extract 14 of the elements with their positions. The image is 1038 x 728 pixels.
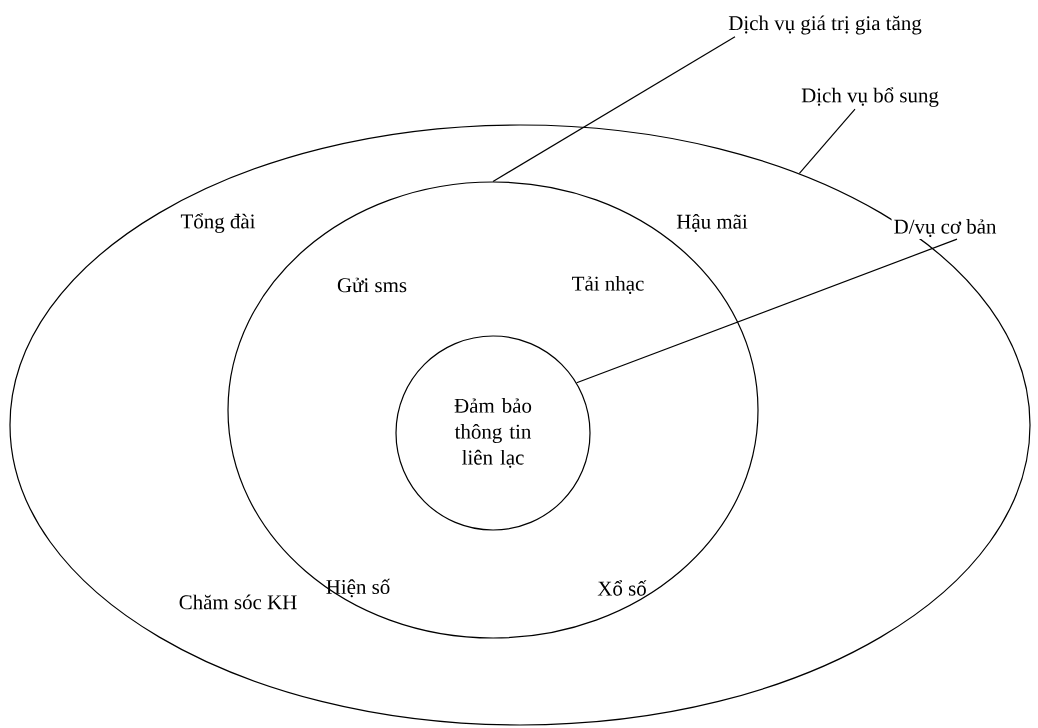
region-label: Gửi sms bbox=[337, 277, 407, 293]
callout-label: D/vụ cơ bản bbox=[891, 217, 999, 239]
callout-label: Dịch vụ giá trị gia tăng bbox=[726, 13, 924, 37]
callout-label: Dịch vụ bổ sung bbox=[799, 85, 941, 109]
leader-line bbox=[798, 108, 856, 174]
region-label: Tổng đài bbox=[180, 213, 256, 233]
region-label: Chăm sóc KH bbox=[179, 594, 297, 610]
leader-line bbox=[492, 36, 736, 182]
region-label: Tải nhạc bbox=[572, 276, 644, 294]
circle-label: Đảm bảo thông tin liên lạc bbox=[454, 398, 532, 468]
region-label: Hiện số bbox=[326, 578, 390, 598]
region-label: Hậu mãi bbox=[676, 214, 748, 232]
leader-line bbox=[576, 238, 958, 384]
region-label: Xổ số bbox=[597, 580, 647, 596]
